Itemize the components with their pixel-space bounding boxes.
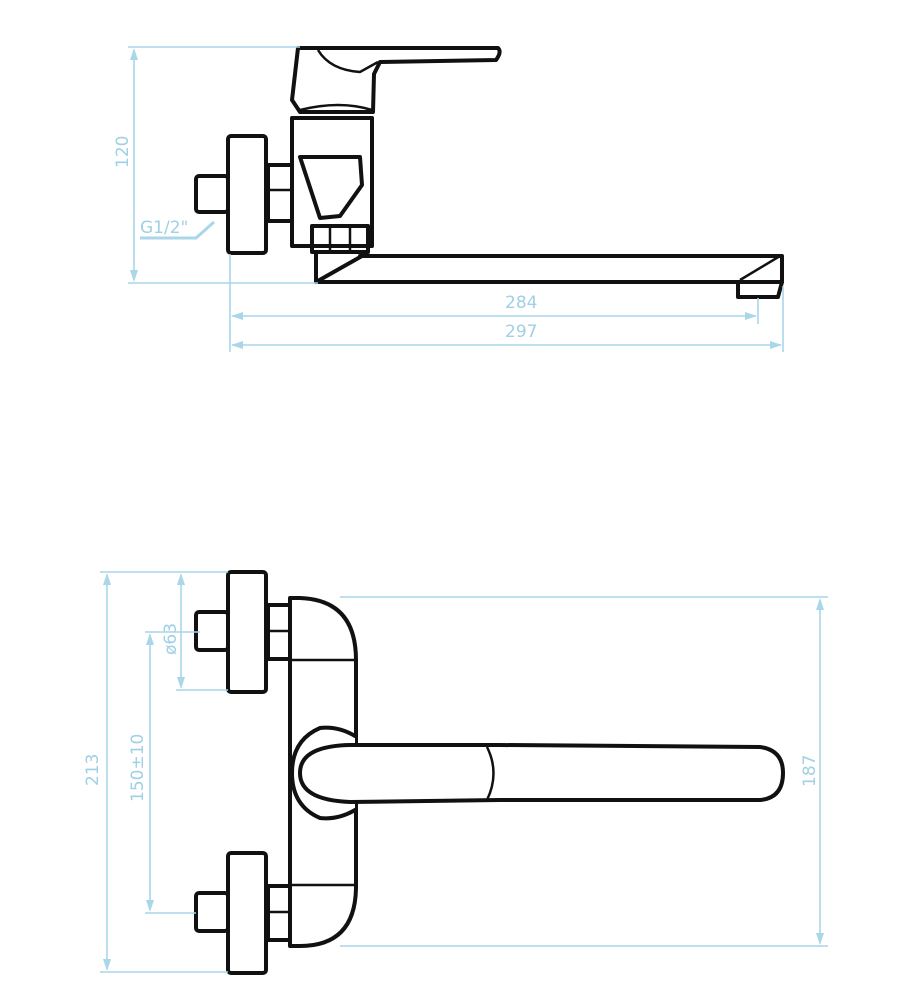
overall-height-label: 213 — [83, 754, 103, 786]
height-dimension: 120 — [113, 46, 318, 284]
front-view-outline — [194, 570, 785, 975]
height-label: 120 — [113, 136, 133, 168]
side-view: 120 G1/2" 284 297 — [113, 46, 784, 352]
overall-height-dimension: 213 — [83, 571, 228, 973]
spout-reach-label: 284 — [505, 293, 537, 313]
center-distance-label: 150±10 — [128, 734, 148, 802]
thread-callout: G1/2" — [140, 218, 215, 240]
thread-label: G1/2" — [140, 218, 188, 238]
flange-diameter-label: ø63 — [161, 623, 181, 655]
overall-length-label: 297 — [505, 322, 537, 342]
flange-diameter-dimension: ø63 — [161, 573, 228, 691]
center-distance-dimension: 150±10 — [128, 631, 200, 914]
body-height-dimension: 187 — [340, 596, 828, 947]
body-height-label: 187 — [800, 755, 820, 787]
front-view: 213 ø63 150±10 187 — [83, 570, 828, 975]
overall-length-dimension: 297 — [231, 322, 782, 349]
side-view-outline — [194, 46, 784, 299]
spout-reach-dimension: 284 — [229, 254, 784, 352]
